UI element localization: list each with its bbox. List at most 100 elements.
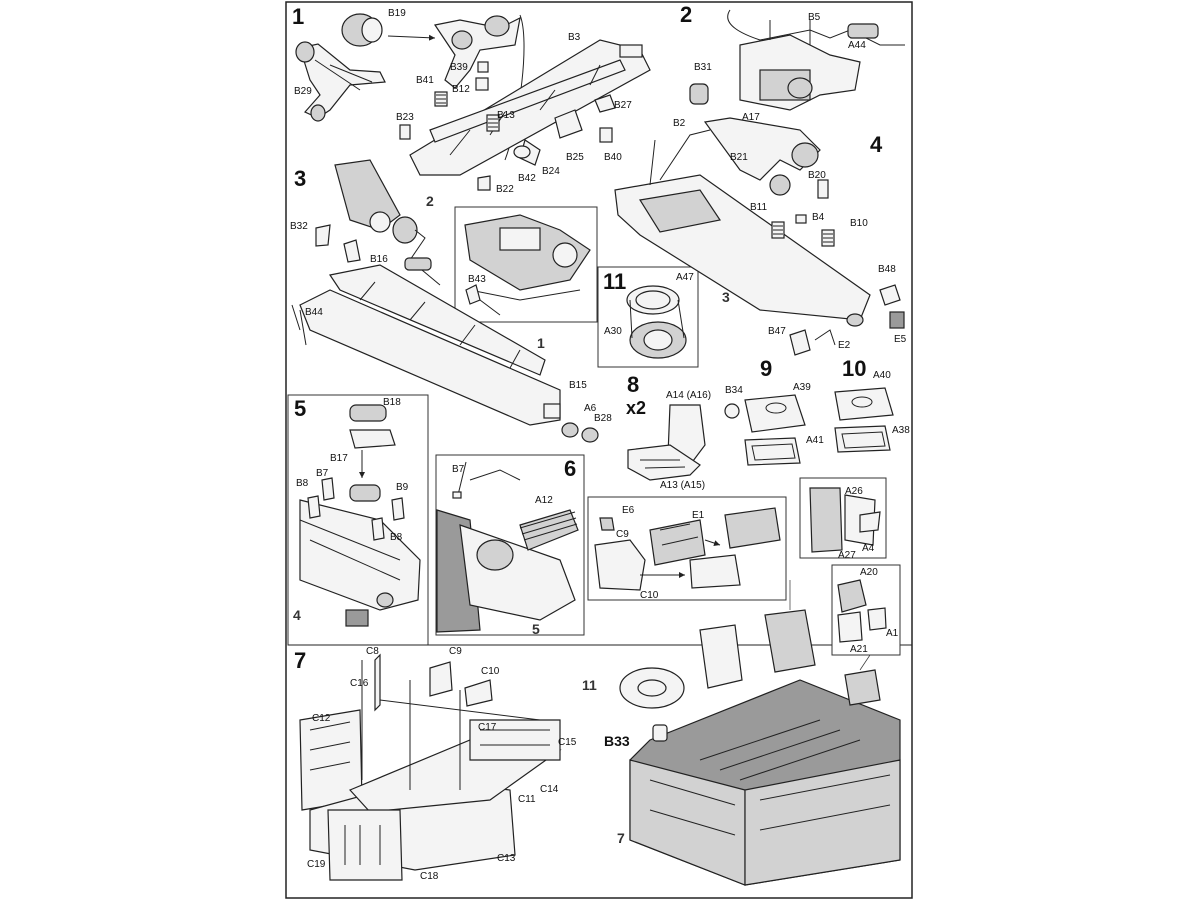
label-a12: A12 [535,495,553,506]
label-a17: A17 [742,112,760,123]
label-c17: C17 [478,722,497,733]
label-c12: C12 [312,713,331,724]
label-c9-inset: C9 [616,529,629,540]
label-a21: A21 [850,644,868,655]
label-a41: A41 [806,435,824,446]
step-number-1: 1 [292,4,304,29]
callout-4: 4 [293,607,301,623]
label-a47: A47 [676,272,694,283]
step9-diagram [724,394,806,466]
label-b18: B18 [383,397,401,408]
label-b9: B9 [396,482,409,493]
label-a13: A13 (A15) [660,480,705,491]
label-a38: A38 [892,425,910,436]
label-b32: B32 [290,221,308,232]
label-b4: B4 [812,212,825,223]
label-c10: C10 [481,666,500,677]
label-e1: E1 [692,510,705,521]
label-b16: B16 [370,254,388,265]
label-e2: E2 [838,340,851,351]
label-b43: B43 [468,274,486,285]
callout-11: 11 [582,677,597,693]
label-b23: B23 [396,112,414,123]
step-number-4: 4 [870,132,883,157]
label-b20: B20 [808,170,826,181]
step1-diagram [295,13,651,191]
label-b5: B5 [808,12,821,23]
label-c13: C13 [497,853,516,864]
label-b42: B42 [518,173,536,184]
step6-diagram [436,461,579,633]
label-c10-inset: C10 [640,590,659,601]
label-b47: B47 [768,326,786,337]
label-b21: B21 [730,152,748,163]
step10-diagram [834,387,894,453]
label-b28: B28 [594,413,612,424]
label-b19: B19 [388,8,406,19]
step11-diagram [626,285,687,359]
label-a14: A14 (A16) [666,390,711,401]
label-a40: A40 [873,370,891,381]
step4-diagram [614,117,905,356]
label-e6: E6 [622,505,635,516]
label-b39: B39 [450,62,468,73]
a26-inset-diagram [809,487,881,553]
label-b34: B34 [725,385,743,396]
label-b22: B22 [496,184,514,195]
label-b11: B11 [750,202,767,213]
label-b31: B31 [694,62,712,73]
step3-diagram [291,159,599,443]
label-a6: A6 [584,403,597,414]
label-b17: B17 [330,453,348,464]
step-number-3: 3 [294,166,306,191]
label-c14: C14 [540,784,559,795]
step7-frame-diagram [299,653,562,881]
callout-2: 2 [426,193,434,209]
label-b7: B7 [316,468,329,479]
step2-diagram [689,9,905,111]
label-b41: B41 [416,75,434,86]
label-b8-upper: B8 [296,478,309,489]
label-a1: A1 [886,628,899,639]
label-b29: B29 [294,86,312,97]
label-e5: E5 [894,334,907,345]
label-b40: B40 [604,152,622,163]
label-b24: B24 [542,166,560,177]
label-b27: B27 [614,100,632,111]
label-b12: B12 [452,84,470,95]
label-b13: B13 [497,110,515,121]
step7-body-diagram [619,580,901,886]
step-number-10: 10 [842,356,866,381]
label-c19: C19 [307,859,326,870]
callout-3: 3 [722,289,730,305]
label-b33: B33 [604,733,630,749]
label-b15: B15 [569,380,587,391]
label-c11: C11 [518,794,536,805]
step-number-7: 7 [294,648,306,673]
multiplier-x2: x2 [626,398,646,418]
step-number-8: 8 [627,372,639,397]
label-c18: C18 [420,871,439,882]
label-b7-step6: B7 [452,464,465,475]
label-b8-lower: B8 [390,532,403,543]
step-number-9: 9 [760,356,772,381]
callout-5: 5 [532,621,540,637]
callout-1: 1 [537,335,545,351]
label-c9: C9 [449,646,462,657]
label-a20: A20 [860,567,878,578]
jerrycan-inset-diagram [594,507,781,591]
label-c15: C15 [558,737,577,748]
a20-inset-diagram [837,579,887,643]
label-b25: B25 [566,152,584,163]
label-b10: B10 [850,218,868,229]
step-number-2: 2 [680,2,692,27]
callout-7: 7 [617,830,625,846]
step5-diagram [299,404,421,627]
label-c8: C8 [366,646,379,657]
label-b3: B3 [568,32,581,43]
label-a27: A27 [838,550,856,561]
label-b48: B48 [878,264,896,275]
label-a30: A30 [604,326,622,337]
step-number-6: 6 [564,456,576,481]
